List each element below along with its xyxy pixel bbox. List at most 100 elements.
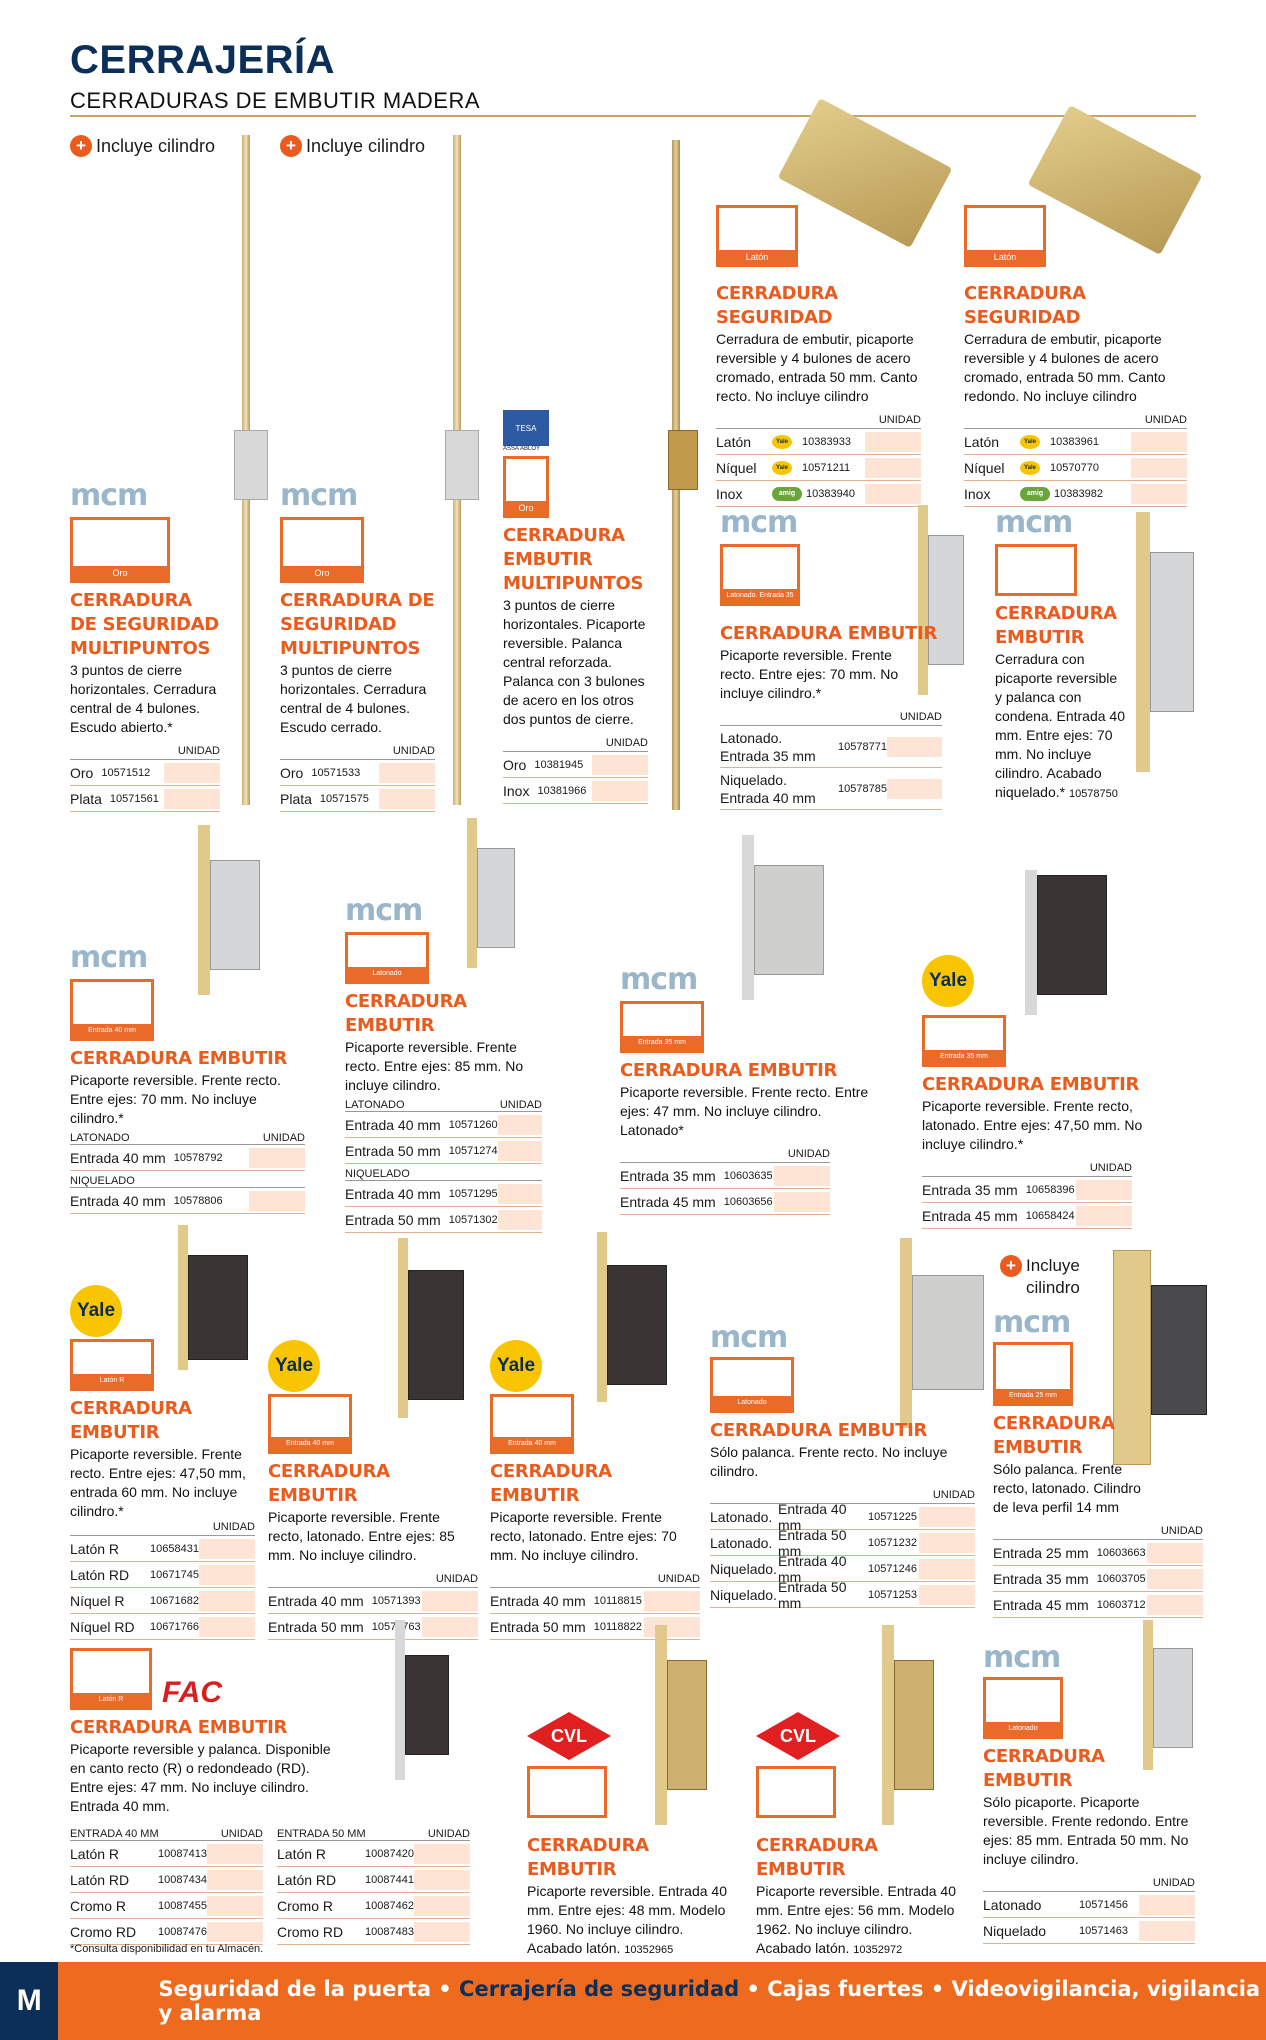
- mcm-logo: mcm: [70, 940, 148, 975]
- price-box: Oro: [503, 456, 549, 518]
- price-box: Latón R: [70, 1339, 154, 1391]
- brand-logo: M: [0, 1962, 59, 2040]
- quantity-cell[interactable]: [422, 1590, 478, 1611]
- lock-faceplate-image: [655, 1625, 667, 1825]
- quantity-cell[interactable]: [379, 788, 435, 809]
- lock-faceplate-image: [1113, 1250, 1151, 1465]
- quantity-cell[interactable]: [1076, 1179, 1132, 1200]
- quantity-cell[interactable]: [644, 1616, 700, 1637]
- lock-case-image: [667, 1660, 707, 1790]
- quantity-cell[interactable]: [1131, 457, 1187, 478]
- quantity-cell[interactable]: [207, 1869, 263, 1890]
- quantity-cell[interactable]: [207, 1921, 263, 1942]
- quantity-cell[interactable]: [774, 1165, 830, 1186]
- product-description: Sólo picaporte. Picaporte reversible. Fr…: [983, 1794, 1189, 1867]
- product-title: CERRADURA EMBUTIR: [993, 1413, 1115, 1458]
- lock-case-image: [1151, 1285, 1207, 1415]
- price-box: Entrada 40 mm: [268, 1394, 352, 1454]
- quantity-cell[interactable]: [865, 483, 921, 504]
- product-title: CERRADURA SEGURIDAD: [716, 283, 838, 328]
- lock-case-image: [928, 535, 964, 665]
- quantity-cell[interactable]: [1147, 1542, 1203, 1563]
- footnote: *Consulta disponibilidad en tu Almacén.: [70, 1943, 264, 1955]
- lock-case-image: [754, 865, 824, 975]
- quantity-cell[interactable]: [919, 1506, 975, 1527]
- product-title: CERRADURA EMBUTIR: [527, 1835, 649, 1880]
- quantity-cell[interactable]: [592, 780, 648, 801]
- quantity-cell[interactable]: [1139, 1894, 1195, 1915]
- product-cvl-1960: CVL CERRADURA EMBUTIR Picaporte reversib…: [527, 1712, 727, 1960]
- quantity-cell[interactable]: [865, 457, 921, 478]
- quantity-cell[interactable]: [1131, 483, 1187, 504]
- product-description: Picaporte reversible. Entrada 40 mm. Ent…: [756, 1883, 956, 1956]
- quantity-cell[interactable]: [164, 762, 220, 783]
- lock-case-image: [188, 1255, 248, 1360]
- quantity-cell[interactable]: [497, 1183, 542, 1204]
- plus-icon: +: [1000, 1255, 1022, 1277]
- quantity-cell[interactable]: [199, 1564, 255, 1585]
- quantity-cell[interactable]: [497, 1140, 542, 1161]
- quantity-cell[interactable]: [164, 788, 220, 809]
- quantity-cell[interactable]: [919, 1532, 975, 1553]
- price-box: Entrada 40 mm: [490, 1394, 574, 1454]
- product-description: Picaporte reversible. Frente recto. Entr…: [70, 1446, 246, 1519]
- yale-logo: Yale: [772, 434, 792, 449]
- lock-faceplate-image: [918, 505, 928, 695]
- price-box: Latón R: [70, 1648, 152, 1710]
- quantity-cell[interactable]: [919, 1584, 975, 1605]
- product-title: CERRADURA DE SEGURIDAD MULTIPUNTOS: [70, 590, 219, 659]
- quantity-cell[interactable]: [414, 1895, 470, 1916]
- quantity-cell[interactable]: [1139, 1920, 1195, 1941]
- security-lock-image: [777, 98, 953, 248]
- includes-cylinder-tag: +Incluye cilindro: [70, 135, 215, 157]
- quantity-cell[interactable]: [414, 1869, 470, 1890]
- quantity-cell[interactable]: [199, 1616, 255, 1637]
- lock-case-image: [1153, 1648, 1193, 1748]
- lock-faceplate-image: [178, 1225, 188, 1370]
- cvl-logo: CVL: [527, 1712, 611, 1760]
- quantity-cell[interactable]: [497, 1114, 542, 1135]
- quantity-cell[interactable]: [414, 1843, 470, 1864]
- product-mcm-embutir-40: mcm Entrada 40 mm CERRADURA EMBUTIR Pica…: [70, 940, 305, 1214]
- lock-case-image: [912, 1275, 984, 1390]
- mcm-logo: mcm: [993, 1305, 1071, 1340]
- quantity-cell[interactable]: [592, 754, 648, 775]
- quantity-cell[interactable]: [497, 1209, 542, 1230]
- product-yale-embutir-70: Yale Entrada 40 mm CERRADURA EMBUTIR Pic…: [490, 1340, 700, 1640]
- plus-icon: +: [70, 135, 92, 157]
- product-mcm-embutir-condena: mcm CERRADURA EMBUTIR Cerradura con pica…: [995, 505, 1125, 804]
- lock-case-image: [408, 1270, 464, 1400]
- quantity-cell[interactable]: [379, 762, 435, 783]
- product-yale-embutir-85: Yale Entrada 40 mm CERRADURA EMBUTIR Pic…: [268, 1340, 478, 1640]
- quantity-cell[interactable]: [199, 1538, 255, 1559]
- quantity-cell[interactable]: [249, 1147, 305, 1168]
- quantity-cell[interactable]: [1076, 1205, 1132, 1226]
- quantity-cell[interactable]: [249, 1190, 305, 1211]
- quantity-cell[interactable]: [886, 736, 942, 757]
- page-title: CERRAJERÍA: [70, 38, 336, 82]
- lock-case-image: [234, 430, 268, 500]
- quantity-cell[interactable]: [207, 1895, 263, 1916]
- quantity-cell[interactable]: [199, 1590, 255, 1611]
- quantity-cell[interactable]: [1131, 431, 1187, 452]
- price-box: Latonado. Entrada 35 mm: [720, 544, 800, 613]
- product-description: Cerradura con picaporte reversible y pal…: [995, 651, 1125, 800]
- price-box: Entrada 35 mm: [922, 1015, 1006, 1067]
- mcm-logo: mcm: [280, 478, 358, 513]
- quantity-cell[interactable]: [1147, 1568, 1203, 1589]
- quantity-cell[interactable]: [414, 1921, 470, 1942]
- quantity-cell[interactable]: [919, 1558, 975, 1579]
- quantity-cell[interactable]: [644, 1590, 700, 1611]
- lock-faceplate-image: [467, 818, 477, 968]
- quantity-cell[interactable]: [865, 431, 921, 452]
- quantity-cell[interactable]: [207, 1843, 263, 1864]
- tesa-logo: TESA: [503, 410, 549, 446]
- quantity-cell[interactable]: [422, 1616, 478, 1637]
- product-title: CERRADURA EMBUTIR: [995, 603, 1117, 648]
- product-title: CERRADURA EMBUTIR: [490, 1461, 612, 1506]
- quantity-cell[interactable]: [886, 778, 942, 799]
- quantity-cell[interactable]: [774, 1191, 830, 1212]
- quantity-cell[interactable]: [1147, 1594, 1203, 1615]
- product-mcm-solo-picaporte: mcm Latonado CERRADURA EMBUTIR Sólo pica…: [983, 1640, 1195, 1944]
